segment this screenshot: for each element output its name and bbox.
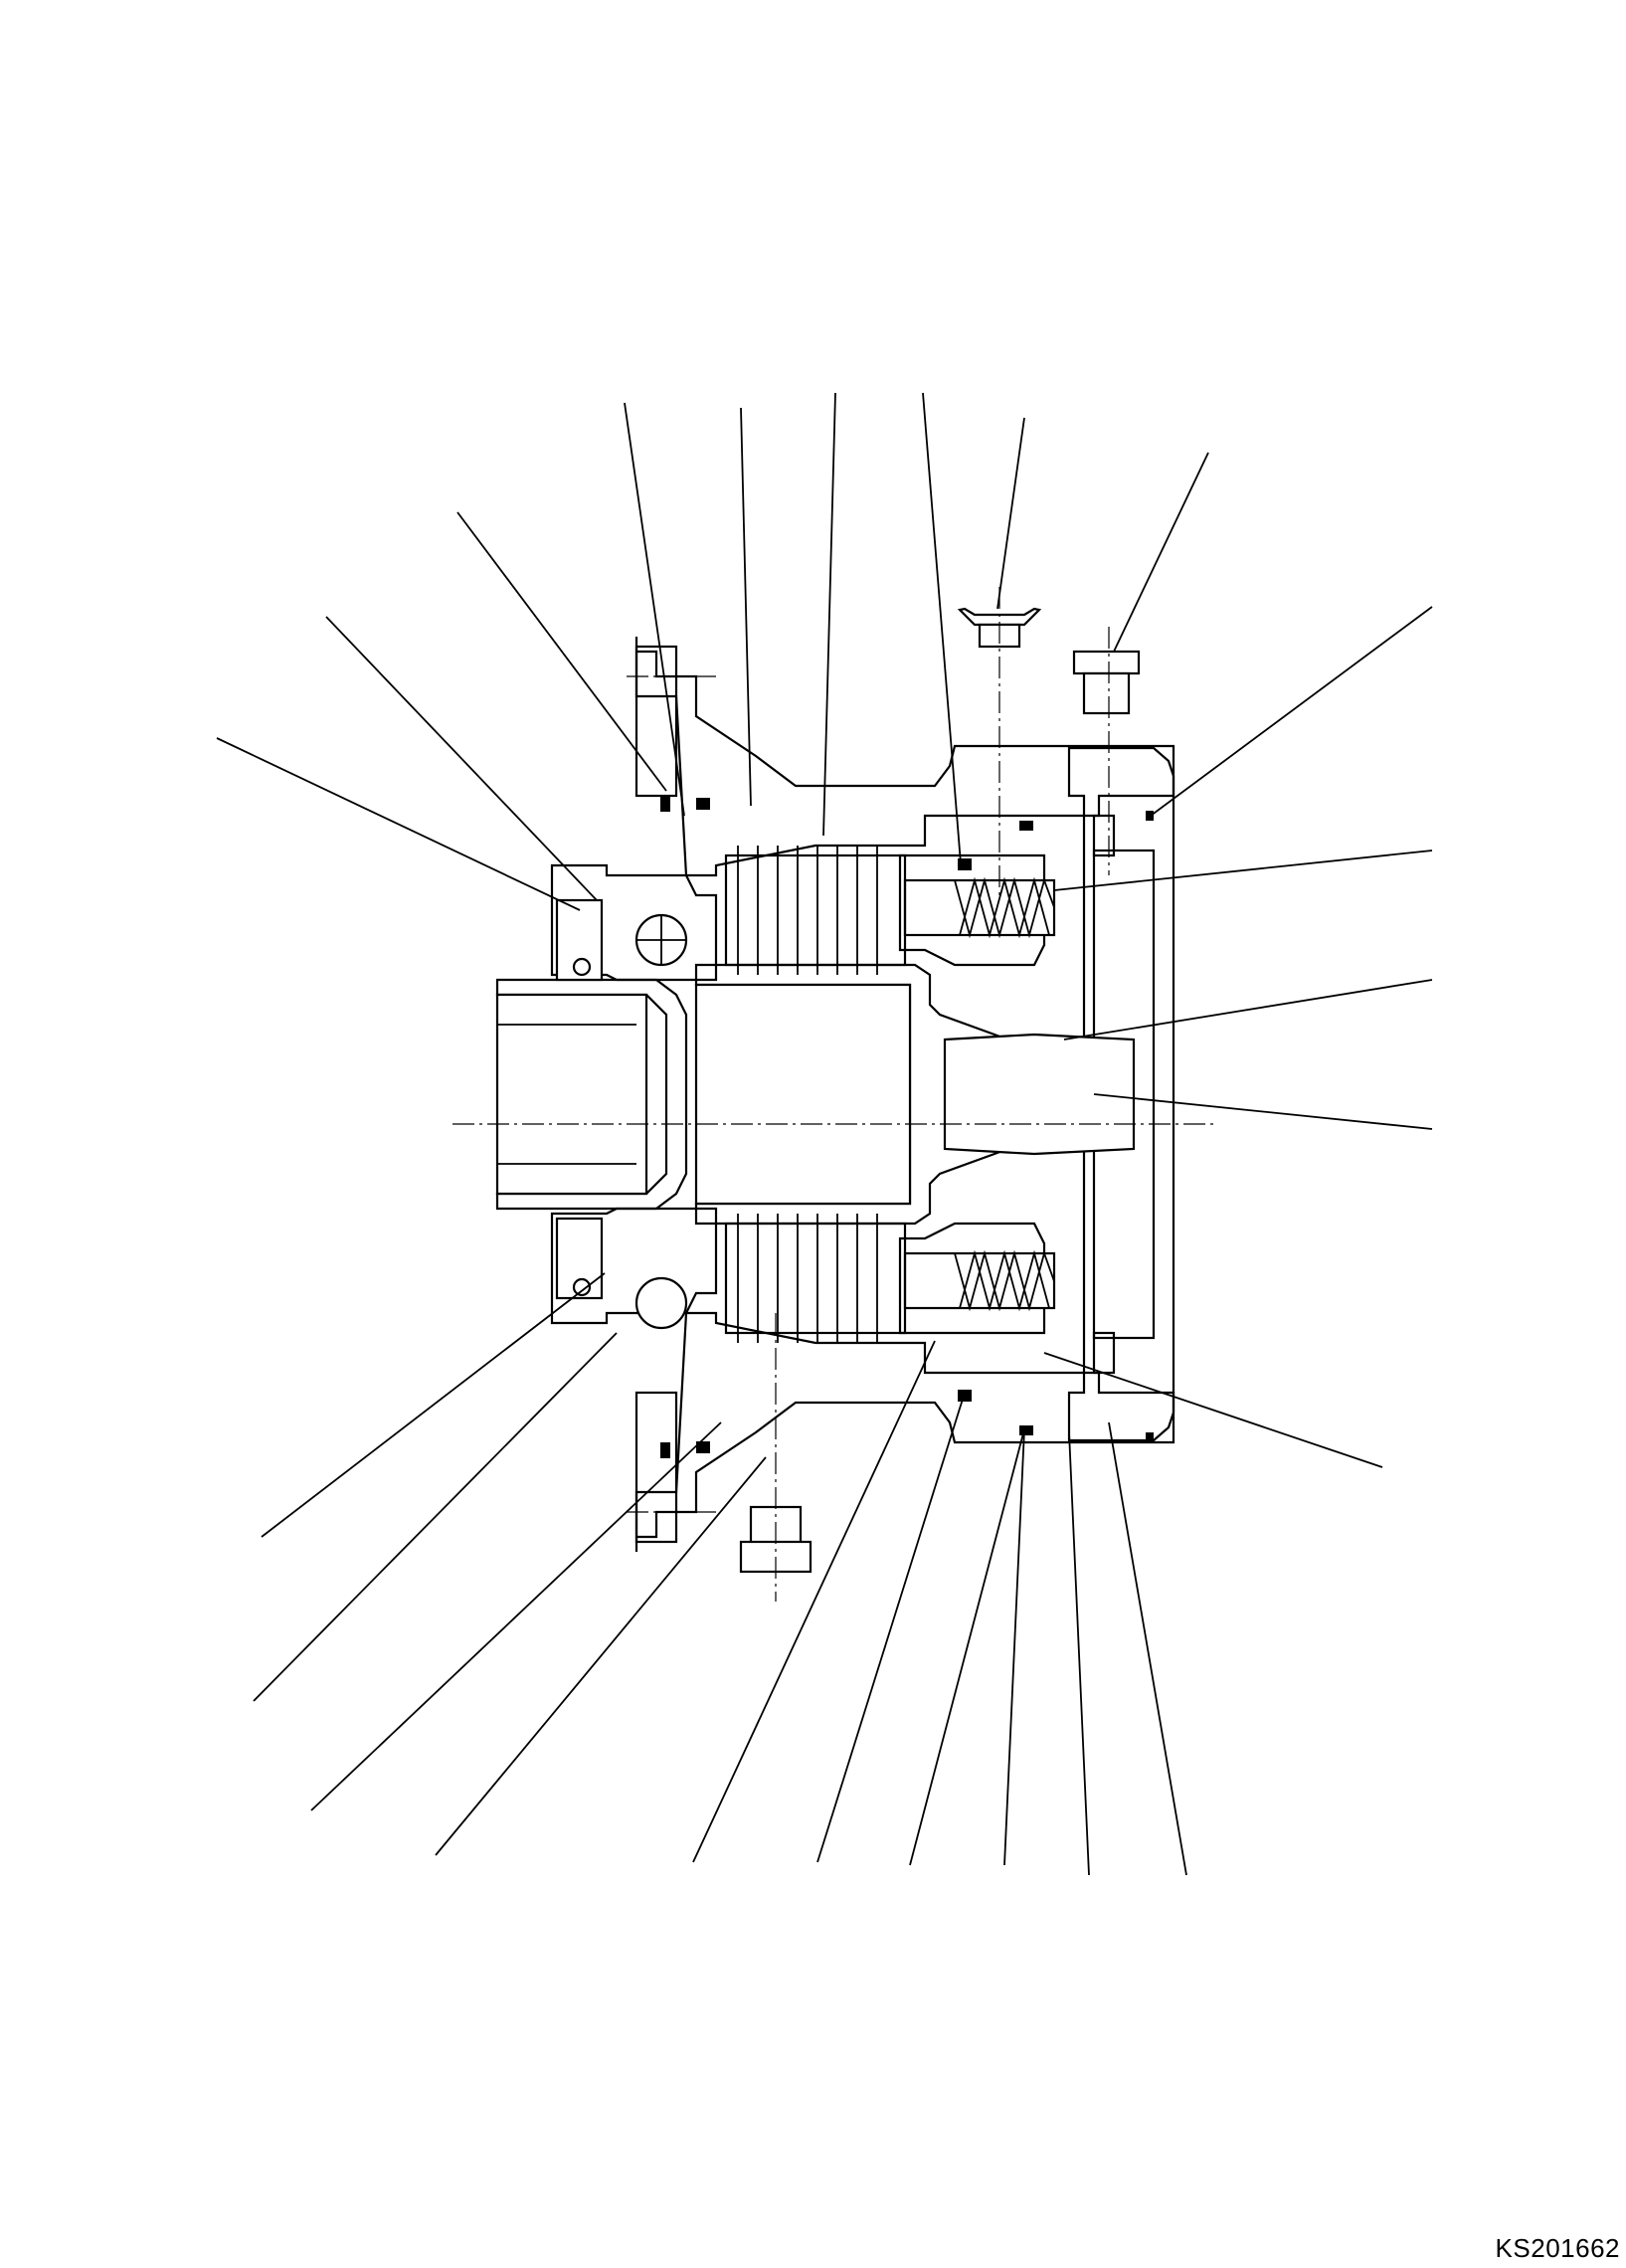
plugs (739, 587, 1141, 1602)
input-hub (495, 978, 688, 1211)
output-shaft (694, 963, 1136, 1226)
drawing-reference-code: KS201662 (1495, 2233, 1620, 2263)
mounting-flange (627, 645, 716, 1544)
leader-lines (216, 392, 1433, 1876)
brake-springs (903, 876, 1056, 1312)
oil-seals (555, 898, 604, 1300)
ball-bearings (634, 913, 688, 1330)
